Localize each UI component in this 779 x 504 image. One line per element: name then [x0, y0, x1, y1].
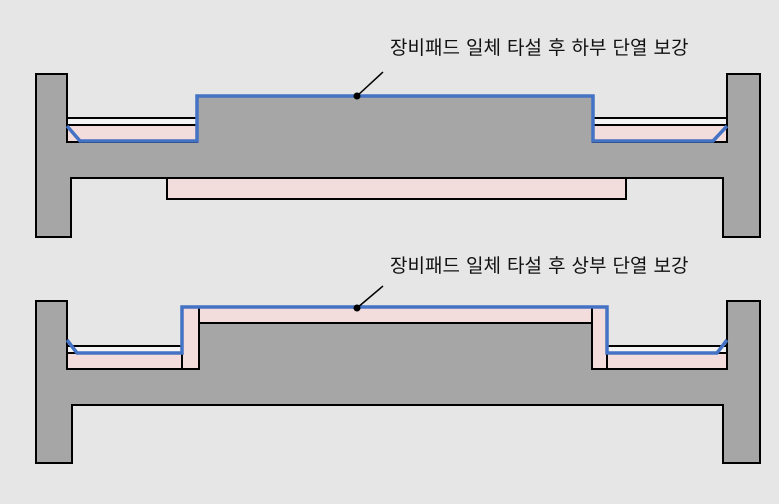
insulation-post-right: [591, 306, 608, 370]
leader-line: [356, 71, 384, 97]
diagram-top-insulation: 장비패드 일체 타설 후 상부 단열 보강: [35, 255, 761, 464]
leader-dot: [353, 304, 361, 312]
insulation-left: [66, 352, 183, 370]
concrete-slab: [35, 73, 761, 238]
insulation-underside: [166, 177, 627, 200]
concrete-slab: [35, 300, 761, 464]
waterproof-line: [65, 94, 729, 143]
finish-layer-right: [592, 117, 728, 126]
finish-layer-left: [66, 117, 198, 126]
diagram-label: 장비패드 일체 타설 후 상부 단열 보강: [390, 255, 688, 277]
insulation-post-left: [181, 306, 200, 370]
insulation-right: [606, 352, 728, 370]
leader-line: [356, 285, 384, 309]
diagram-label: 장비패드 일체 타설 후 하부 단열 보강: [390, 37, 688, 59]
insulation-pad-top: [182, 307, 607, 323]
diagram-bottom-insulation: 장비패드 일체 타설 후 하부 단열 보강: [35, 37, 761, 238]
leader-dot: [353, 92, 361, 100]
waterproof-line: [65, 305, 729, 355]
